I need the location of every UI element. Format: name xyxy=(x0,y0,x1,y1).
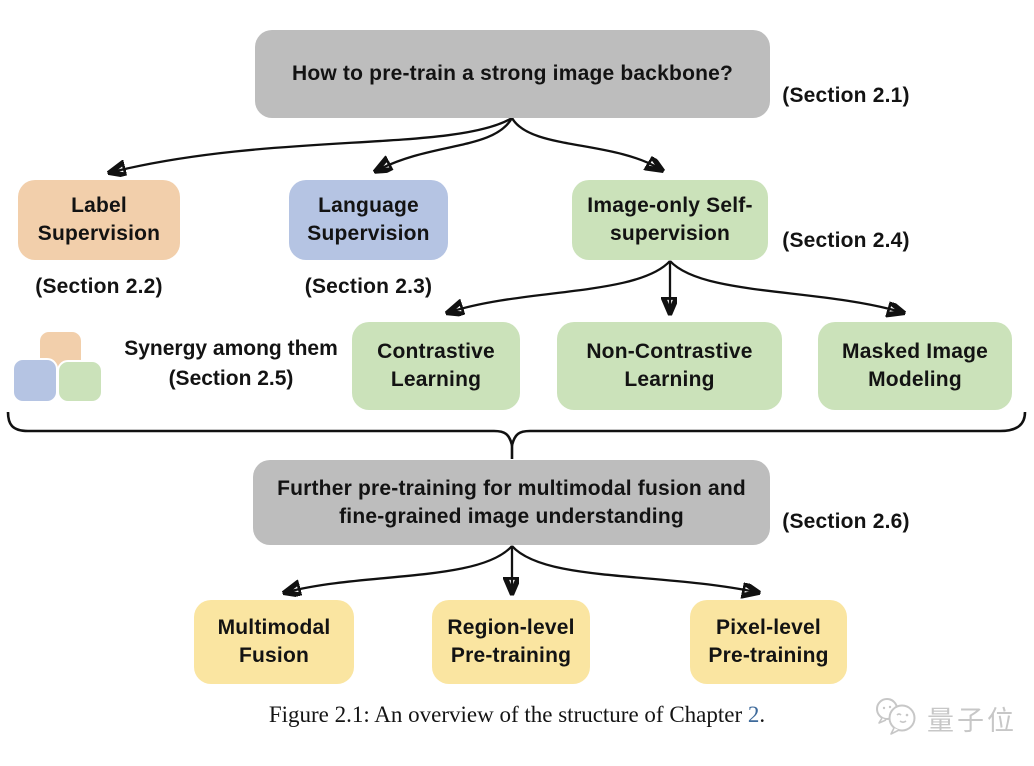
figure-caption: Figure 2.1: An overview of the structure… xyxy=(0,702,1034,728)
node-multimodal-fusion: Multimodal Fusion xyxy=(194,600,354,684)
synergy-line1: Synergy among them xyxy=(124,337,338,360)
synergy-square-green xyxy=(57,360,103,403)
section-label-2-3: (Section 2.3) xyxy=(304,275,433,298)
section-label-2-1: (Section 2.1) xyxy=(782,84,910,107)
node-image-only-self-supervision: Image-only Self-supervision xyxy=(572,180,768,260)
section-label-2-5: (Section 2.5) xyxy=(168,367,294,391)
node-masked-image-modeling: Masked Image Modeling xyxy=(818,322,1012,410)
caption-period: . xyxy=(759,702,766,727)
section-label-2-4: (Section 2.4) xyxy=(782,229,910,252)
node-pixel-level-pretraining: Pixel-level Pre-training xyxy=(690,600,847,684)
arrow-root-to-language-supervision xyxy=(378,117,514,170)
further-line2: fine-grained image understanding xyxy=(339,504,684,528)
node-language-supervision: Language Supervision xyxy=(289,180,448,260)
node-further-pretraining: Further pre-training for multimodal fusi… xyxy=(253,460,770,545)
synergy-square-blue xyxy=(12,358,58,403)
arrow-imageonly-to-contrastive xyxy=(450,260,671,312)
node-root-question: How to pre-train a strong image backbone… xyxy=(255,30,770,118)
node-contrastive-learning: Contrastive Learning xyxy=(352,322,520,410)
synergy-label: Synergy among them (Section 2.5) xyxy=(118,334,344,395)
arrow-further-to-multimodal xyxy=(287,545,513,592)
chapter-link[interactable]: 2 xyxy=(747,702,760,727)
section-label-2-6: (Section 2.6) xyxy=(782,510,910,533)
arrow-root-to-label-supervision xyxy=(112,117,513,172)
qbitai-logo-icon xyxy=(876,698,916,735)
node-non-contrastive-learning: Non-Contrastive Learning xyxy=(557,322,782,410)
caption-text: Figure 2.1: An overview of the structure… xyxy=(268,702,748,727)
arrow-imageonly-to-masked xyxy=(669,260,901,312)
arrow-further-to-pixel xyxy=(511,545,756,592)
arrow-root-to-image-only xyxy=(510,117,660,169)
watermark: 量子位 xyxy=(872,696,1017,740)
gather-brace xyxy=(6,411,1027,450)
further-line1: Further pre-training for multimodal fusi… xyxy=(277,476,746,500)
node-label-supervision: Label Supervision xyxy=(18,180,180,260)
section-label-2-2: (Section 2.2) xyxy=(35,275,163,298)
watermark-text: 量子位 xyxy=(927,705,1017,736)
node-region-level-pretraining: Region-level Pre-training xyxy=(432,600,590,684)
